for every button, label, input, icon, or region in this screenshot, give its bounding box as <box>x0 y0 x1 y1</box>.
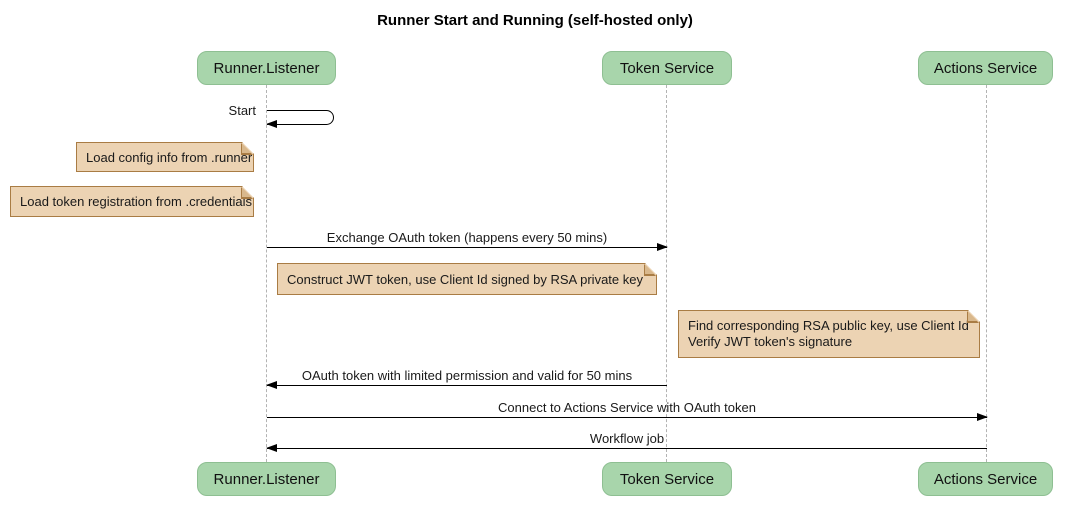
message-label: Workflow job <box>589 431 665 446</box>
message-label: OAuth token with limited permission and … <box>301 368 633 383</box>
message-oauth-token-return: OAuth token with limited permission and … <box>266 368 667 389</box>
message-label: Connect to Actions Service with OAuth to… <box>498 400 756 415</box>
message-start-self-loop <box>266 110 334 128</box>
arrowhead-left-icon <box>266 381 277 389</box>
participant-actions-service-bottom: Actions Service <box>918 462 1053 496</box>
lifeline-runner-listener <box>266 85 267 462</box>
arrowhead-right-icon <box>657 243 668 251</box>
note-text-line: Verify JWT token's signature <box>688 334 853 349</box>
participant-token-service-top: Token Service <box>602 51 732 85</box>
lifeline-actions-service <box>986 85 987 462</box>
message-exchange-oauth: Exchange OAuth token (happens every 50 m… <box>267 230 668 251</box>
note-load-token-registration: Load token registration from .credential… <box>10 186 254 217</box>
note-construct-jwt: Construct JWT token, use Client Id signe… <box>277 263 657 295</box>
message-label: Exchange OAuth token (happens every 50 m… <box>326 230 608 245</box>
diagram-title: Runner Start and Running (self-hosted on… <box>377 12 693 29</box>
note-load-config: Load config info from .runner <box>76 142 254 172</box>
arrowhead-left-icon <box>266 120 277 128</box>
lifeline-token-service <box>666 85 667 462</box>
note-text-line: Find corresponding RSA public key, use C… <box>688 318 969 333</box>
participant-token-service-bottom: Token Service <box>602 462 732 496</box>
participant-actions-service-top: Actions Service <box>918 51 1053 85</box>
arrowhead-left-icon <box>266 444 277 452</box>
arrowhead-right-icon <box>977 413 988 421</box>
participant-runner-listener-bottom: Runner.Listener <box>197 462 336 496</box>
note-text: Load config info from .runner <box>86 149 253 165</box>
message-workflow-job: Workflow job <box>266 431 987 452</box>
message-connect-actions: Connect to Actions Service with OAuth to… <box>267 400 988 421</box>
note-verify-jwt-signature: Find corresponding RSA public key, use C… <box>678 310 980 358</box>
note-text: Load token registration from .credential… <box>20 194 252 209</box>
participant-runner-listener-top: Runner.Listener <box>197 51 336 85</box>
note-text: Construct JWT token, use Client Id signe… <box>287 271 643 287</box>
message-start-label: Start <box>228 103 256 118</box>
